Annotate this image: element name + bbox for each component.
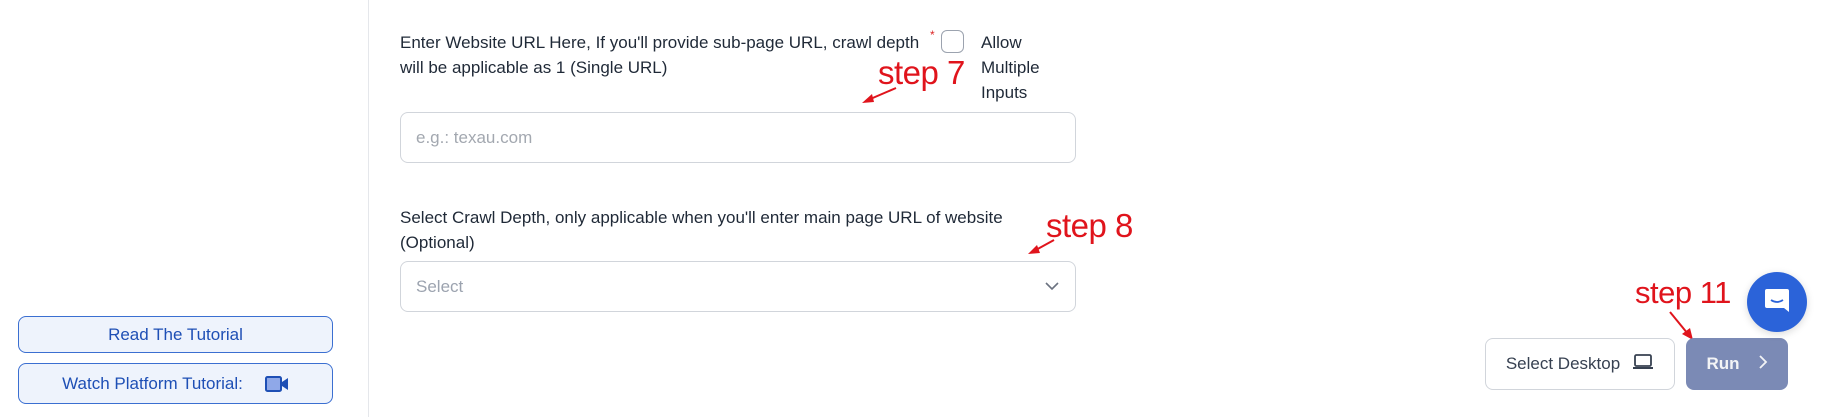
allow-multiple-inputs-label: Allow Multiple Inputs bbox=[981, 33, 1040, 102]
step-8-annotation: step 8 bbox=[1046, 207, 1133, 244]
run-label: Run bbox=[1706, 354, 1740, 373]
read-tutorial-button[interactable]: Read The Tutorial bbox=[18, 316, 333, 353]
chevron-down-icon bbox=[1044, 278, 1060, 296]
watch-tutorial-label: Watch Platform Tutorial: bbox=[62, 373, 243, 393]
step-7-annotation: step 7 bbox=[878, 54, 965, 91]
crawl-depth-selected-value: Select bbox=[416, 276, 464, 296]
read-tutorial-label: Read The Tutorial bbox=[108, 324, 243, 344]
step-7-arrow-icon bbox=[862, 87, 897, 103]
chat-bubble-icon bbox=[1762, 285, 1792, 320]
allow-multiple-inputs-checkbox[interactable] bbox=[941, 30, 964, 53]
required-marker: * bbox=[930, 28, 935, 42]
step-11-annotation: step 11 bbox=[1635, 275, 1731, 310]
select-desktop-label: Select Desktop bbox=[1505, 354, 1621, 373]
select-desktop-button[interactable]: Select Desktop bbox=[1485, 338, 1675, 390]
step-8-arrow-icon bbox=[1028, 239, 1055, 254]
chat-support-button[interactable] bbox=[1747, 272, 1807, 332]
website-url-input[interactable] bbox=[400, 112, 1076, 163]
step-11-arrow-icon bbox=[1669, 311, 1693, 340]
watch-platform-tutorial-button[interactable]: Watch Platform Tutorial: bbox=[18, 363, 333, 404]
crawl-depth-label: Select Crawl Depth, only applicable when… bbox=[400, 208, 1003, 252]
crawl-depth-select[interactable]: Select bbox=[400, 261, 1076, 312]
url-field-label: Enter Website URL Here, If you'll provid… bbox=[400, 33, 920, 77]
run-button[interactable]: Run bbox=[1686, 338, 1788, 390]
video-camera-icon bbox=[264, 375, 289, 392]
main-form: Enter Website URL Here, If you'll provid… bbox=[370, 0, 1822, 417]
chevron-right-icon bbox=[1758, 354, 1768, 375]
laptop-icon bbox=[1632, 353, 1654, 376]
sidebar: Read The Tutorial Watch Platform Tutoria… bbox=[0, 0, 369, 417]
